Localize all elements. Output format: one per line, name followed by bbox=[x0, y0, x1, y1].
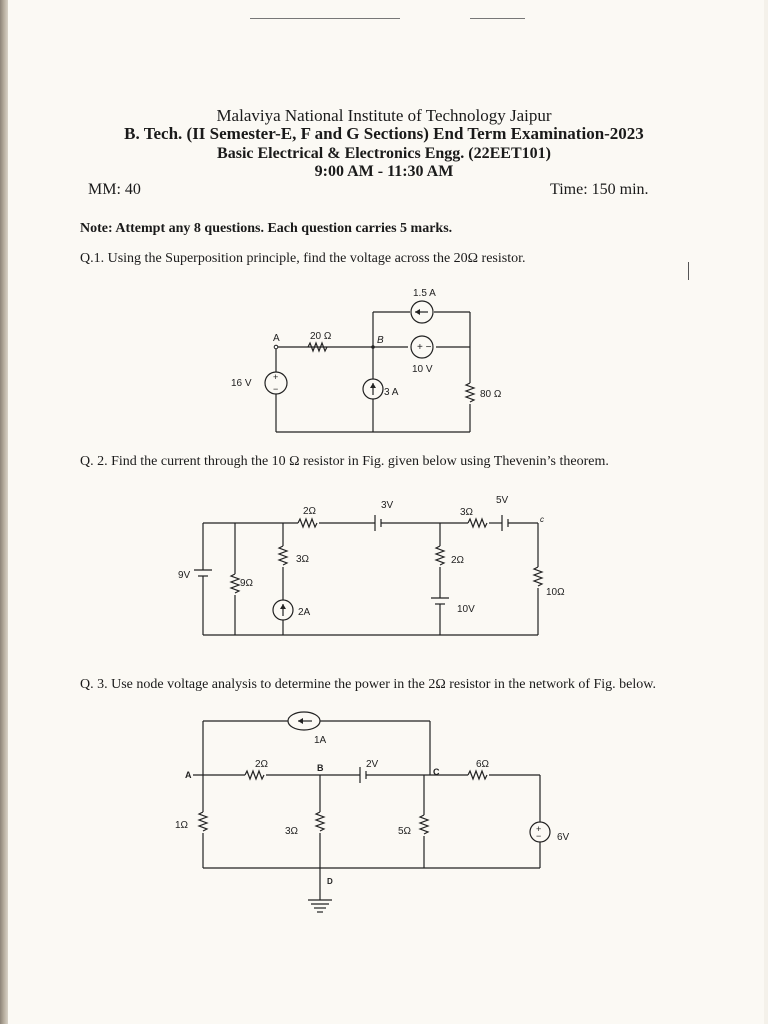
exam-timing: 9:00 AM - 11:30 AM bbox=[314, 163, 454, 180]
source-polarity-16v: + bbox=[273, 372, 278, 382]
v6-label: 6V bbox=[557, 832, 570, 843]
voltage-10v-label: 10 V bbox=[412, 364, 433, 375]
circuit-q2: 2Ω 3V 3Ω 5V 9V 9Ω 3Ω 2A 2Ω 10V 10Ω c bbox=[178, 495, 565, 636]
resistor-2-ohm-top bbox=[297, 517, 318, 529]
current-3a-label: 3 A bbox=[384, 387, 399, 398]
node-d-label: D bbox=[327, 877, 333, 886]
question-2-text: Q. 2. Find the current through the 10 Ω … bbox=[80, 454, 609, 469]
exam-sheet bbox=[8, 0, 764, 1024]
source-polarity-10v: + − bbox=[417, 342, 432, 353]
r5-label: 5Ω bbox=[398, 826, 412, 837]
r6-label: 6Ω bbox=[476, 759, 490, 770]
circuit-q1: + − + − A B 20 Ω 1.5 A 10 V 16 V 3 A 80 … bbox=[231, 288, 502, 433]
i2-label: 2A bbox=[298, 607, 311, 618]
resistor-2-ohm-right bbox=[434, 545, 446, 566]
node-c-label: C bbox=[433, 767, 440, 777]
node-a-label: A bbox=[185, 770, 192, 780]
r2-right-label: 2Ω bbox=[451, 555, 465, 566]
resistor-3-ohm-mid bbox=[277, 545, 289, 566]
circuit-q3: + − 1A A 2Ω B 2V C 6Ω 1Ω 3Ω 5Ω 6V D bbox=[175, 711, 570, 913]
r2-top-label: 2Ω bbox=[303, 506, 317, 517]
r10-label: 10Ω bbox=[546, 587, 565, 598]
source-polarity-6v-neg: − bbox=[536, 831, 541, 841]
scan-left-edge bbox=[0, 0, 10, 1024]
resistor-80-ohm bbox=[464, 382, 476, 403]
resistor-3-ohm bbox=[314, 811, 326, 832]
r80-label: 80 Ω bbox=[480, 389, 502, 400]
r9-label: 9Ω bbox=[240, 578, 254, 589]
course-title: Basic Electrical & Electronics Engg. (22… bbox=[217, 145, 551, 162]
current-source-1-5a bbox=[410, 300, 434, 324]
resistor-9-ohm bbox=[229, 573, 241, 594]
r3-top-label: 3Ω bbox=[460, 507, 474, 518]
top-rule bbox=[250, 18, 400, 19]
v3-label: 3V bbox=[381, 500, 394, 511]
instructions-note: Note: Attempt any 8 questions. Each ques… bbox=[80, 221, 453, 236]
v9-label: 9V bbox=[178, 570, 191, 581]
i1-label: 1A bbox=[314, 735, 327, 746]
resistor-2-ohm bbox=[244, 769, 265, 781]
question-1-text: Q.1. Using the Superposition principle, … bbox=[80, 251, 526, 266]
max-marks: MM: 40 bbox=[88, 181, 141, 198]
r2-label: 2Ω bbox=[255, 759, 269, 770]
resistor-3-ohm-top bbox=[467, 517, 488, 529]
r1-label: 1Ω bbox=[175, 820, 189, 831]
source-polarity-16v-neg: − bbox=[273, 384, 278, 394]
scan-mark bbox=[688, 262, 689, 280]
r20-label: 20 Ω bbox=[310, 331, 332, 342]
voltage-16v-label: 16 V bbox=[231, 378, 252, 389]
resistor-10-ohm bbox=[532, 566, 544, 587]
v10-label: 10V bbox=[457, 604, 475, 615]
resistor-5-ohm bbox=[418, 814, 430, 835]
node-b-label: B bbox=[317, 763, 324, 773]
question-3-text: Q. 3. Use node voltage analysis to deter… bbox=[80, 677, 656, 692]
programme-line: B. Tech. (II Semester-E, F and G Section… bbox=[124, 124, 644, 143]
resistor-20-ohm bbox=[307, 341, 328, 353]
v2-label: 2V bbox=[366, 759, 379, 770]
voltage-source-16v bbox=[264, 371, 288, 395]
exam-duration: Time: 150 min. bbox=[550, 181, 649, 198]
resistor-1-ohm bbox=[197, 811, 209, 832]
node-b-label: B bbox=[377, 335, 384, 346]
v5-label: 5V bbox=[496, 495, 509, 506]
institute-name: Malaviya National Institute of Technolog… bbox=[216, 106, 552, 125]
r3-label: 3Ω bbox=[285, 826, 299, 837]
voltage-source-10v bbox=[410, 335, 434, 359]
resistor-6-ohm bbox=[467, 769, 488, 781]
top-rule-right bbox=[470, 18, 525, 19]
current-1-5a-label: 1.5 A bbox=[413, 288, 436, 299]
r3-mid-label: 3Ω bbox=[296, 554, 310, 565]
source-polarity-6v: + bbox=[536, 824, 541, 834]
node-a-label: A bbox=[273, 333, 280, 344]
node-c-mark: c bbox=[540, 515, 544, 524]
current-source-1a bbox=[287, 711, 321, 731]
current-source-3a bbox=[362, 378, 384, 400]
